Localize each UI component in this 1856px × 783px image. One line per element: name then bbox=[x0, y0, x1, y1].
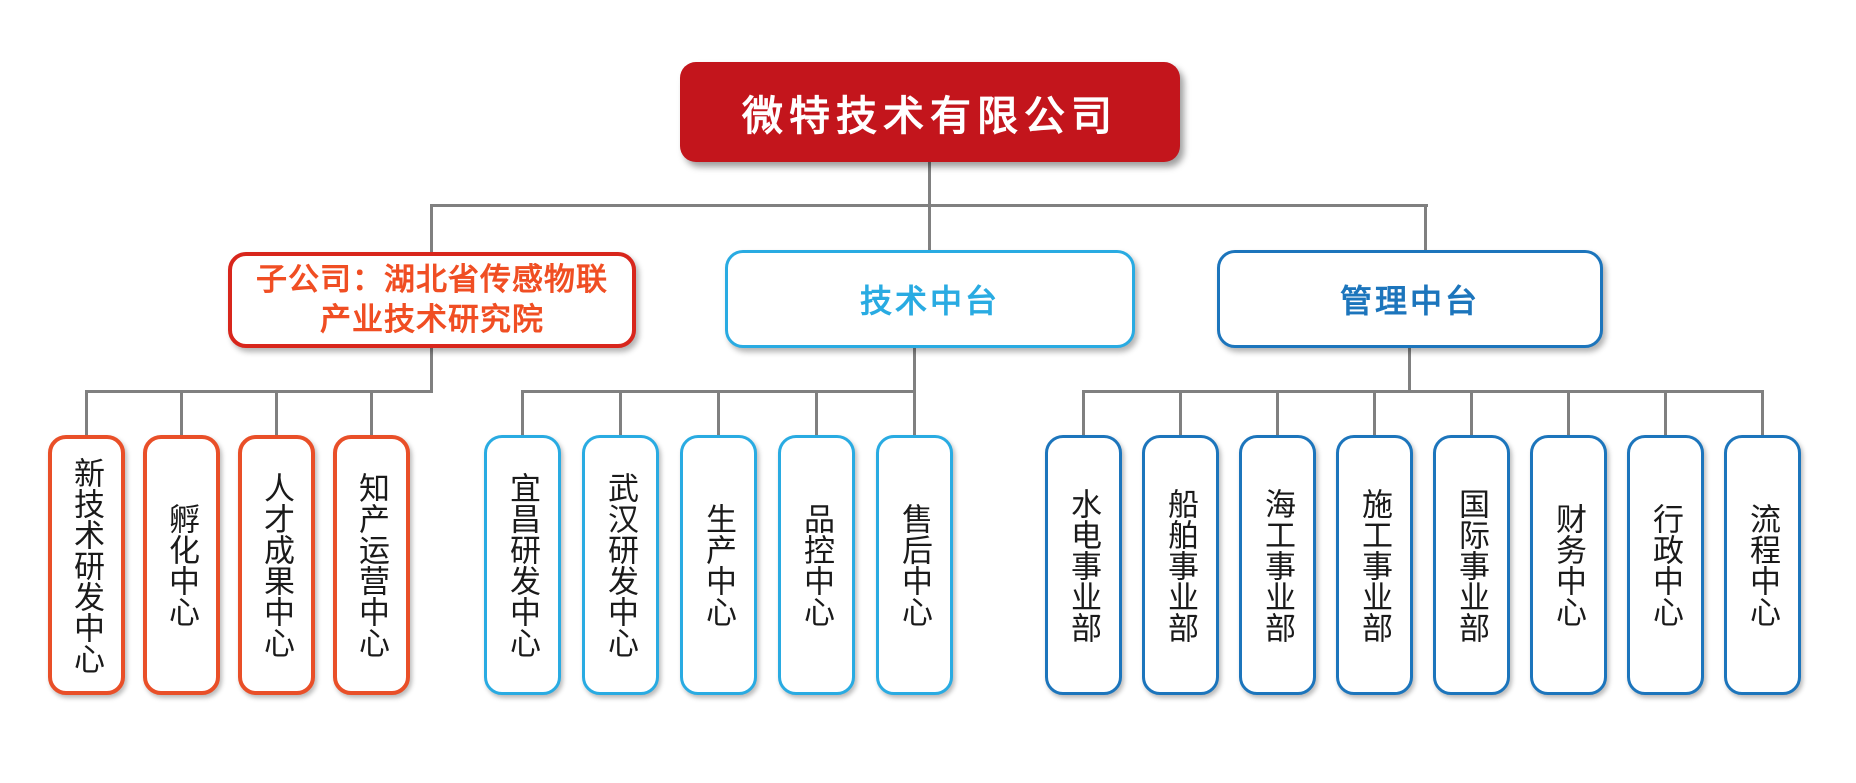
connector-drop-finance bbox=[1567, 390, 1570, 437]
node-tech-platform: 技术中台 bbox=[725, 250, 1135, 348]
node-incubation-center: 孵化中心 bbox=[143, 435, 220, 695]
node-shipbuilding-division: 船舶事业部 bbox=[1142, 435, 1219, 695]
node-subsidiary: 子公司：湖北省传感物联 产业技术研究院 bbox=[228, 252, 636, 348]
connector-drop-admin bbox=[1664, 390, 1667, 437]
connector-drop-hydropower bbox=[1082, 390, 1085, 437]
connector-drop-new-tech bbox=[85, 390, 88, 437]
connector-drop-incubation bbox=[180, 390, 183, 437]
connector-drop-wuhan bbox=[619, 390, 622, 437]
node-finance-center: 财务中心 bbox=[1530, 435, 1607, 695]
connector-drop-tech-platform bbox=[928, 204, 931, 252]
connector-drop-construction bbox=[1373, 390, 1376, 437]
node-marine-engineering-division: 海工事业部 bbox=[1239, 435, 1316, 695]
connector-drop-talent bbox=[275, 390, 278, 437]
node-yichang-rd-center: 宜昌研发中心 bbox=[484, 435, 561, 695]
node-administration-center: 行政中心 bbox=[1627, 435, 1704, 695]
connector-subsidiary-stem bbox=[430, 346, 433, 393]
node-root-company: 微特技术有限公司 bbox=[680, 62, 1180, 162]
connector-drop-yichang bbox=[521, 390, 524, 437]
connector-drop-marine bbox=[1276, 390, 1279, 437]
node-wuhan-rd-center: 武汉研发中心 bbox=[582, 435, 659, 695]
connector-subsidiary-rail bbox=[85, 390, 433, 393]
node-construction-division: 施工事业部 bbox=[1336, 435, 1413, 695]
connector-mgmt-rail bbox=[1082, 390, 1764, 393]
connector-drop-subsidiary bbox=[430, 204, 433, 254]
connector-drop-process bbox=[1761, 390, 1764, 437]
node-quality-control-center: 品控中心 bbox=[778, 435, 855, 695]
node-process-center: 流程中心 bbox=[1724, 435, 1801, 695]
connector-drop-mgmt-platform bbox=[1424, 204, 1427, 252]
node-talent-achievement-center: 人才成果中心 bbox=[238, 435, 315, 695]
connector-drop-international bbox=[1470, 390, 1473, 437]
connector-drop-ip bbox=[370, 390, 373, 437]
connector-root-stem bbox=[928, 160, 931, 206]
connector-drop-quality bbox=[815, 390, 818, 437]
node-production-center: 生产中心 bbox=[680, 435, 757, 695]
node-new-tech-rd-center: 新技术研发中心 bbox=[48, 435, 125, 695]
node-hydropower-division: 水电事业部 bbox=[1045, 435, 1122, 695]
node-aftersales-center: 售后中心 bbox=[876, 435, 953, 695]
node-international-division: 国际事业部 bbox=[1433, 435, 1510, 695]
connector-mgmt-stem bbox=[1408, 346, 1411, 393]
node-mgmt-platform: 管理中台 bbox=[1217, 250, 1603, 348]
node-ip-operation-center: 知产运营中心 bbox=[333, 435, 410, 695]
connector-drop-shipbuilding bbox=[1179, 390, 1182, 437]
connector-drop-production bbox=[717, 390, 720, 437]
